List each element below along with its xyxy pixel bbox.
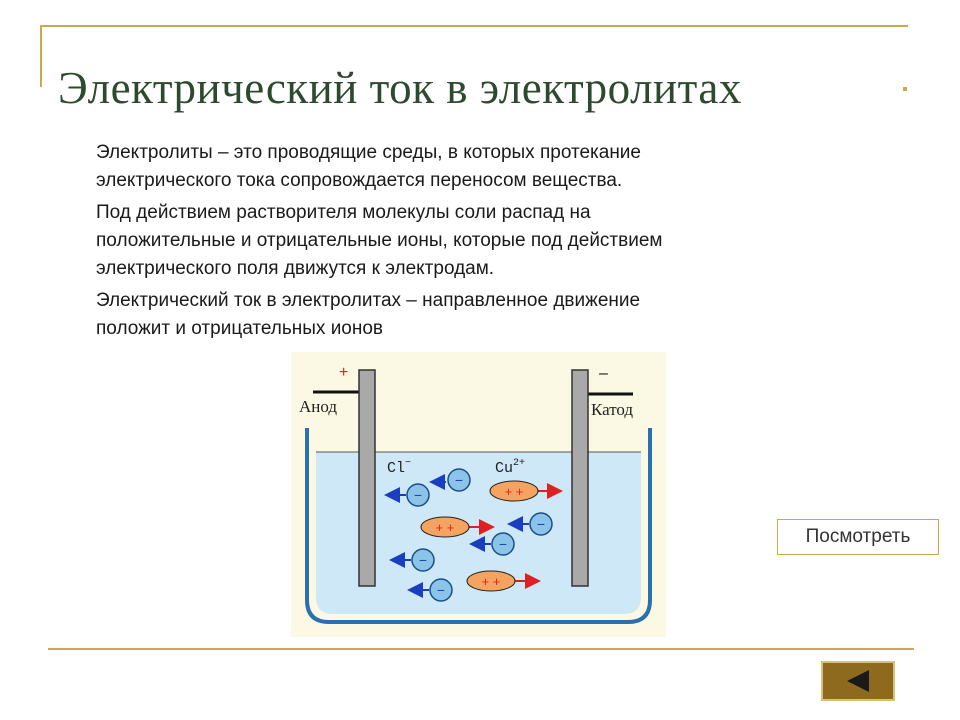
anion-ion-6: − bbox=[407, 578, 453, 602]
body-line-4: положительные и отрицательные ионы, кото… bbox=[96, 230, 663, 251]
electrolysis-diagram-svg: + Анод – Катод Cl− Cu2+ + + + + + + bbox=[299, 364, 652, 624]
body-line-2: электрического тока сопровождается перен… bbox=[96, 170, 623, 191]
anion-ion-2: − bbox=[384, 483, 430, 507]
title-frame-left-border bbox=[40, 25, 42, 87]
cation-charge-2: + + bbox=[436, 520, 455, 535]
footer-divider bbox=[48, 648, 914, 650]
anion-label: Cl− bbox=[387, 458, 411, 477]
slide-title: Электрический ток в электролитах bbox=[58, 63, 742, 113]
body-line-1: Электролиты – это проводящие среды, в ко… bbox=[96, 142, 641, 163]
anion-ion-3: − bbox=[507, 512, 553, 536]
anion-charge-6: − bbox=[437, 582, 445, 598]
cation-label: Cu2+ bbox=[495, 458, 525, 477]
back-nav-button[interactable] bbox=[821, 661, 895, 701]
vessel bbox=[305, 428, 652, 624]
cation-charge-1: + + bbox=[505, 484, 524, 499]
anion-charge-5: − bbox=[419, 552, 427, 568]
body-line-6: Электрический ток в электролитах – напра… bbox=[96, 290, 641, 311]
slide-body: Электролиты – это проводящие среды, в ко… bbox=[96, 140, 876, 344]
anion-ion-5: − bbox=[389, 548, 435, 572]
title-frame-dot bbox=[903, 87, 907, 91]
anode-label: Анод bbox=[299, 397, 337, 416]
cation-ion-2: + + bbox=[420, 516, 495, 538]
anion-charge-1: − bbox=[455, 472, 463, 488]
body-line-3: Под действием растворителя молекулы соли… bbox=[96, 202, 591, 223]
cathode-sign: – bbox=[599, 365, 608, 382]
cathode-label: Катод bbox=[591, 400, 633, 419]
anode-sign: + bbox=[339, 364, 348, 381]
anion-ion-1: − bbox=[429, 468, 471, 492]
anion-charge-3: − bbox=[537, 516, 545, 532]
anion-ion-4: − bbox=[469, 532, 515, 556]
anode-electrode bbox=[358, 369, 376, 587]
electrolysis-diagram: + Анод – Катод Cl− Cu2+ + + + + + + bbox=[291, 352, 666, 637]
cathode-electrode bbox=[571, 369, 589, 587]
cation-ion-1: + + bbox=[489, 480, 563, 502]
body-line-7: положит и отрицательных ионов bbox=[96, 318, 384, 339]
cation-ion-3: + + bbox=[466, 570, 541, 592]
triangle-left-icon bbox=[847, 670, 869, 692]
title-frame-top-border bbox=[40, 25, 908, 27]
body-line-5: электрического поля движутся к электрода… bbox=[96, 258, 495, 279]
anion-charge-4: − bbox=[499, 536, 507, 552]
view-animation-button[interactable]: Посмотреть bbox=[777, 519, 939, 555]
cation-charge-3: + + bbox=[482, 574, 501, 589]
anion-charge-2: − bbox=[414, 487, 422, 503]
